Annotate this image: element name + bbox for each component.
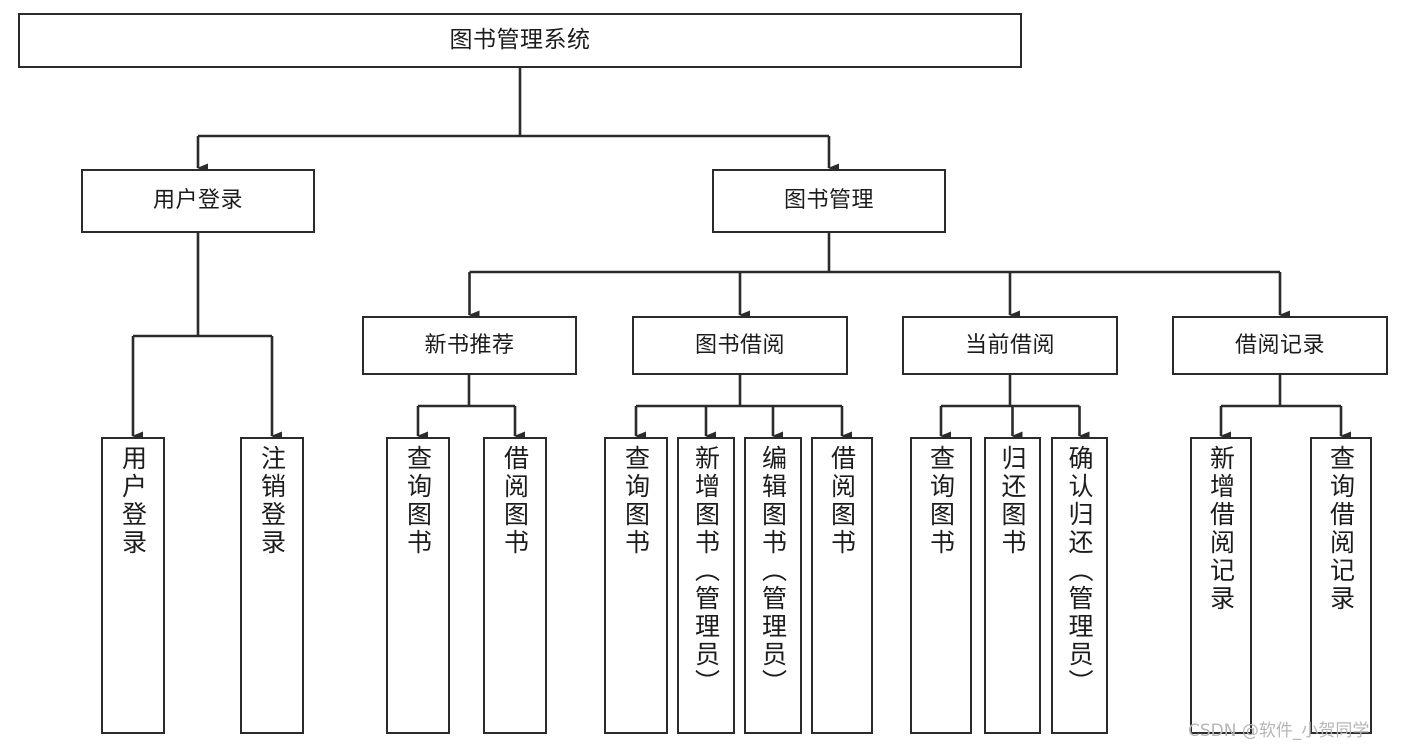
leaf-record-add-record[interactable]: 新增借阅记录: [1190, 437, 1252, 734]
leaf-logout-label: 注销登录: [257, 445, 287, 557]
leaf-record-query-record[interactable]: 查询借阅记录: [1310, 437, 1372, 734]
leaf-record-add-record-label: 新增借阅记录: [1206, 445, 1236, 613]
leaf-borrow-borrow-book[interactable]: 借阅图书: [811, 437, 873, 734]
edges-group: [131, 68, 1351, 441]
node-current-borrow-label: 当前借阅: [964, 332, 1055, 358]
node-new-book-recommend-label: 新书推荐: [424, 332, 515, 358]
leaf-borrow-edit-book[interactable]: 编辑图书（管理员）: [744, 437, 802, 734]
node-new-book-recommend[interactable]: 新书推荐: [362, 316, 577, 375]
leaf-logout[interactable]: 注销登录: [240, 437, 304, 734]
leaf-current-confirm-return[interactable]: 确认归还（管理员）: [1051, 437, 1108, 734]
leaf-current-query-book-label: 查询图书: [926, 445, 956, 557]
node-borrow-record-label: 借阅记录: [1234, 332, 1325, 358]
leaf-borrow-borrow-book-label: 借阅图书: [827, 445, 857, 557]
leaf-user-login[interactable]: 用户登录: [101, 437, 165, 734]
leaf-current-query-book[interactable]: 查询图书: [910, 437, 972, 734]
leaf-record-query-record-label: 查询借阅记录: [1326, 445, 1356, 613]
node-book-management-label: 图书管理: [783, 188, 874, 214]
leaf-borrow-query-book[interactable]: 查询图书: [604, 437, 668, 734]
leaf-newbook-borrow-book-label: 借阅图书: [500, 445, 530, 557]
leaf-current-return-book[interactable]: 归还图书: [984, 437, 1041, 734]
leaf-newbook-query-book[interactable]: 查询图书: [386, 437, 450, 734]
leaf-newbook-query-book-label: 查询图书: [403, 445, 433, 557]
node-book-borrow[interactable]: 图书借阅: [632, 316, 848, 375]
leaf-borrow-add-book[interactable]: 新增图书（管理员）: [677, 437, 735, 734]
node-root-label: 图书管理系统: [449, 27, 591, 54]
node-borrow-record[interactable]: 借阅记录: [1172, 316, 1388, 375]
node-book-management[interactable]: 图书管理: [712, 169, 946, 233]
leaf-borrow-edit-book-label: 编辑图书（管理员）: [758, 445, 788, 697]
node-user-login-label: 用户登录: [152, 188, 243, 214]
leaf-newbook-borrow-book[interactable]: 借阅图书: [483, 437, 547, 734]
node-root[interactable]: 图书管理系统: [18, 13, 1022, 68]
leaf-current-confirm-return-label: 确认归还（管理员）: [1065, 445, 1094, 697]
node-user-login[interactable]: 用户登录: [81, 169, 315, 233]
leaf-user-login-label: 用户登录: [118, 445, 148, 557]
leaf-borrow-add-book-label: 新增图书（管理员）: [691, 445, 721, 697]
leaf-borrow-query-book-label: 查询图书: [621, 445, 651, 557]
node-current-borrow[interactable]: 当前借阅: [902, 316, 1118, 375]
leaf-current-return-book-label: 归还图书: [998, 445, 1027, 557]
node-book-borrow-label: 图书借阅: [694, 332, 785, 358]
